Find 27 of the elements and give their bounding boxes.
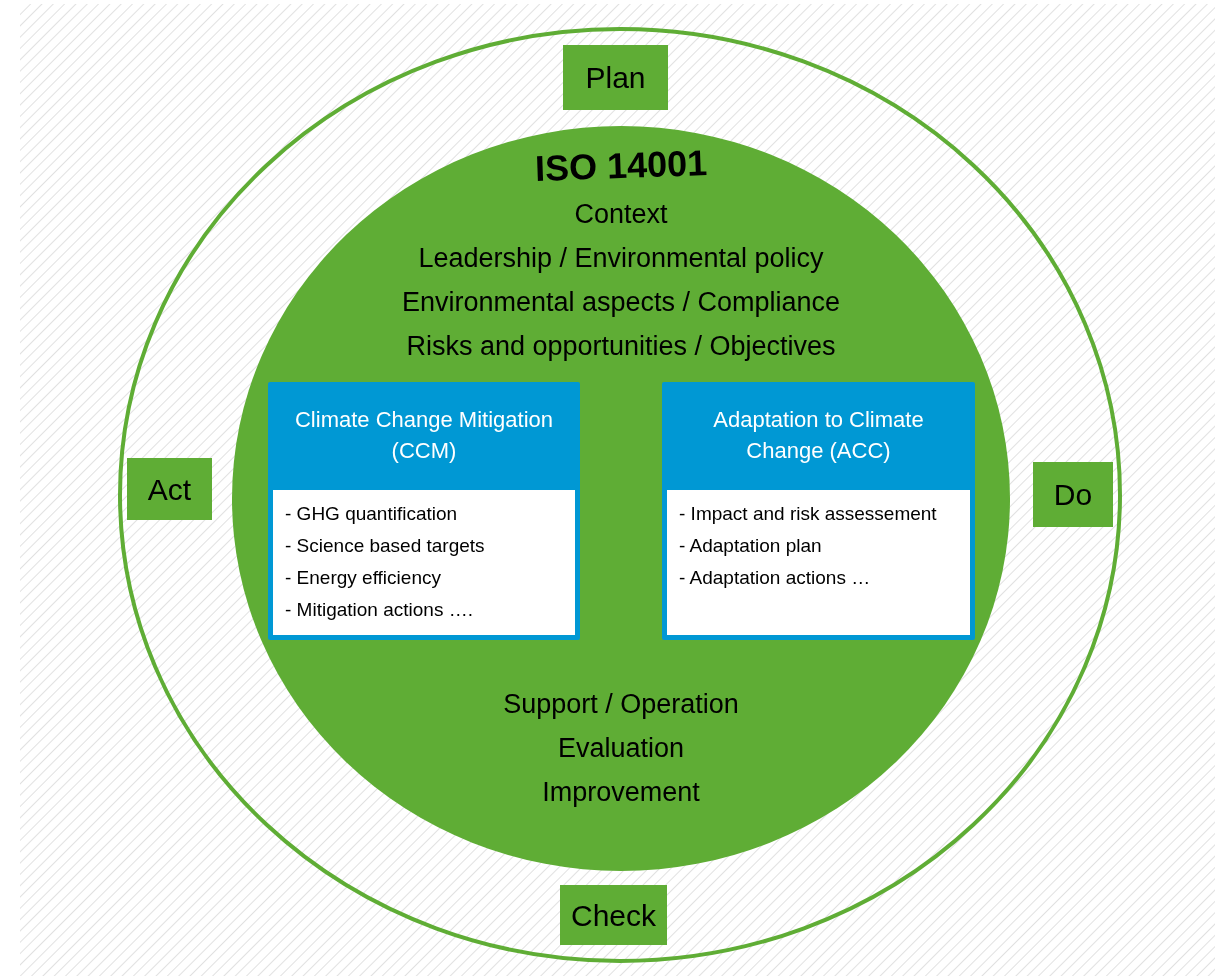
clause-text: Environmental aspects / Compliance <box>401 286 841 319</box>
list-item: - Mitigation actions …. <box>285 598 474 622</box>
list-item: - Adaptation plan <box>679 534 823 558</box>
list-item: - Adaptation actions … <box>679 566 872 590</box>
phase-box <box>563 45 668 110</box>
phase-box <box>127 458 212 520</box>
clause-text: Leadership / Environmental policy <box>418 242 824 275</box>
clause-text: Context <box>574 198 668 231</box>
phase-label: Plan <box>585 60 646 96</box>
clause-text: Improvement <box>542 776 700 809</box>
card-heading: Adaptation to Climate Change (ACC) <box>712 406 925 465</box>
clause-text: Risks and opportunities / Objectives <box>406 330 836 363</box>
phase-box <box>1033 462 1113 527</box>
card-heading: Climate Change Mitigation (CCM) <box>294 406 554 465</box>
phase-label: Check <box>570 897 656 934</box>
list-item: - Science based targets <box>285 534 486 558</box>
clause-text: Support / Operation <box>503 688 739 721</box>
clause-text: Evaluation <box>557 732 685 765</box>
phase-label: Do <box>1053 477 1093 513</box>
list-item: - GHG quantification <box>285 502 459 526</box>
list-item: - Energy efficiency <box>285 566 442 590</box>
topic-card <box>662 382 975 640</box>
standard-title: ISO 14001 <box>534 141 708 191</box>
phase-label: Act <box>147 471 192 508</box>
phase-box <box>560 885 667 945</box>
topic-card <box>268 382 580 640</box>
list-item: - Impact and risk assessement <box>679 502 938 526</box>
